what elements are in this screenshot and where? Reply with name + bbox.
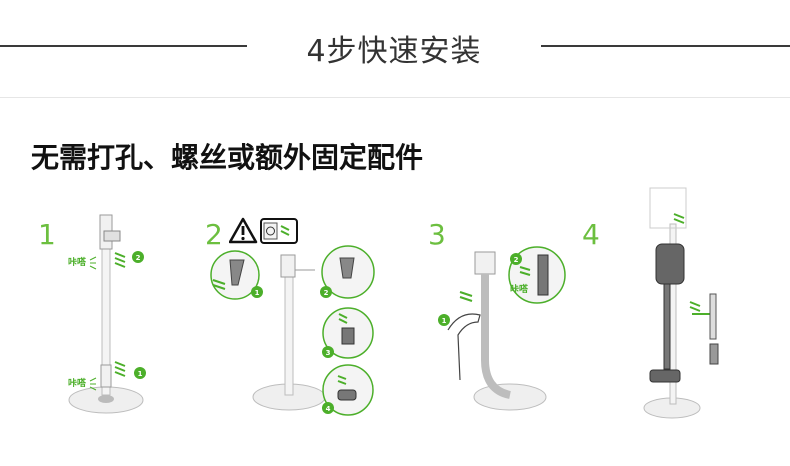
stand-pole: [481, 274, 512, 399]
badge-2: [132, 251, 144, 263]
step-1-number: 1: [38, 218, 56, 251]
badge-1: [438, 314, 450, 326]
insert-arrow-icon: [114, 252, 126, 268]
badge-2: [320, 286, 332, 298]
pole-joint: [100, 364, 112, 388]
step-1-illustration: 咔嗒 咔嗒 2 1: [68, 214, 146, 414]
brush-tool: [709, 343, 719, 365]
badge-3: [322, 346, 334, 358]
vacuum-body: [655, 243, 685, 285]
insert-arrow-icon: [114, 361, 126, 377]
step-4-illustration: [643, 187, 719, 419]
vacuum-ghost: [649, 187, 687, 229]
detail-circle: [508, 246, 566, 304]
page-title: 4步快速安装: [306, 34, 482, 69]
badge-2: [510, 253, 522, 265]
vacuum-cleaner-head: [649, 369, 681, 383]
svg-text:3: 3: [326, 349, 331, 357]
hand-outline: [447, 313, 481, 381]
warning-icon: [229, 217, 258, 244]
badge-1: [134, 367, 146, 379]
step-3-number: 3: [428, 218, 446, 251]
badge-1: [251, 286, 263, 298]
crevice-tool: [709, 293, 717, 340]
header-divider: [0, 97, 790, 98]
click-sound-label: 咔嗒: [68, 377, 87, 389]
svg-text:4: 4: [326, 405, 331, 413]
step-3-illustration: 1 2 咔嗒: [438, 246, 566, 411]
header: 4步快速安装: [0, 0, 790, 97]
step-4-number: 4: [582, 218, 600, 251]
svg-text:2: 2: [324, 289, 329, 297]
step-2-icons: [229, 217, 298, 244]
wall-socket-icon: [260, 218, 298, 244]
step-2-illustration: 1 2 3 4: [210, 245, 375, 416]
step-2-number: 2: [205, 218, 223, 251]
svg-text:2: 2: [136, 254, 141, 262]
svg-text:1: 1: [255, 289, 260, 297]
stand-base: [473, 383, 547, 411]
header-rule-right: [541, 45, 790, 47]
header-rule-left: [0, 45, 247, 47]
stand-pole: [284, 264, 294, 396]
click-sound-label: 咔嗒: [68, 256, 87, 268]
svg-text:1: 1: [442, 317, 447, 325]
svg-text:2: 2: [514, 256, 519, 264]
click-sound-label: 咔嗒: [510, 283, 529, 295]
feature-headline: 无需打孔、螺丝或额外固定配件: [31, 141, 424, 174]
svg-text:1: 1: [138, 370, 143, 378]
vacuum-wand: [663, 283, 671, 370]
badge-4: [322, 402, 334, 414]
